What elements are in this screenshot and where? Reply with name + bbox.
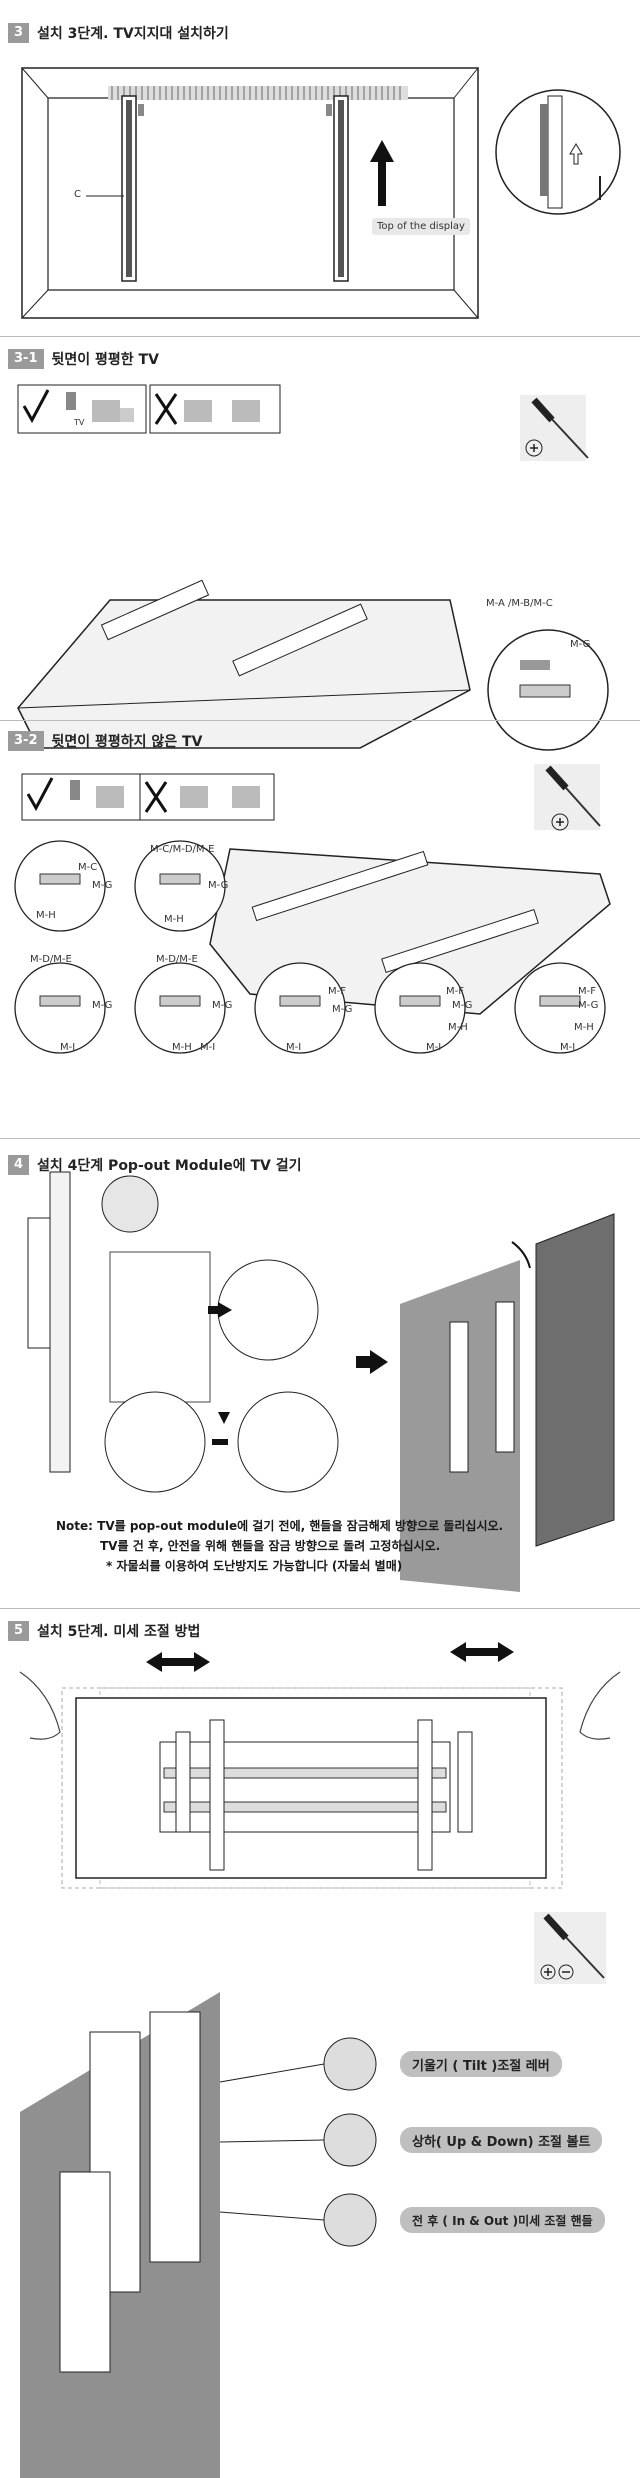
hand-icon [19, 1671, 61, 1740]
step3-1-header: 3-1 뒷면이 평평한 TV [8, 348, 159, 370]
c7-c: M-H [574, 1022, 594, 1033]
section-title: 설치 4단계 Pop-out Module에 TV 걸기 [37, 1158, 302, 1174]
c5-a: M-F [328, 986, 346, 997]
note-line-3: * 자물쇠를 이용하여 도난방지도 가능합니다 (자물쇠 별매) [106, 1559, 403, 1573]
section-title: 설치 5단계. 미세 조절 방법 [37, 1624, 201, 1640]
c6-b: M-G [452, 1000, 473, 1011]
label-mcde: M-C/M-D/M-E [150, 844, 215, 855]
c7-a: M-F [578, 986, 596, 997]
c4-b: M-H [172, 1042, 192, 1053]
c4-a: M-G [212, 1000, 233, 1011]
note-line-2: TV를 건 후, 안전을 위해 핸들을 잠금 방향으로 돌려 고정하십시오. [100, 1539, 441, 1553]
check-icon [26, 777, 54, 812]
divider [0, 720, 640, 721]
step5-header: 5 설치 5단계. 미세 조절 방법 [8, 1620, 200, 1642]
tilt-lever-label: 기울기 ( Tilt )조절 레버 [400, 2051, 562, 2077]
c7-b: M-G [578, 1000, 599, 1011]
c6-c: M-H [448, 1022, 468, 1033]
inout-handle-label: 전 후 ( In & Out )미세 조절 핸들 [400, 2207, 605, 2233]
tv-label: TV [74, 418, 85, 427]
section-step3: 3 설치 3단계. TV지지대 설치하기 C Top of t [0, 0, 640, 340]
c6-a: M-F [446, 986, 464, 997]
step-badge: 4 [8, 1155, 30, 1175]
c7-d: M-I [560, 1042, 576, 1053]
c3-a: M-G [92, 1000, 113, 1011]
note-line-1: Note: TV를 pop-out module에 걸기 전에, 핸들을 잠금해… [56, 1516, 616, 1536]
popout-module-illustration [27, 1171, 615, 1592]
check-icon [22, 389, 50, 424]
c1-a: M-C [78, 862, 98, 873]
step-badge: 3 [8, 23, 30, 43]
c1-b: M-G [92, 880, 113, 891]
tv-bracket-illustration [21, 67, 621, 319]
label-c: C [74, 189, 81, 200]
c4-c: M-I [200, 1042, 216, 1053]
step3-header: 3 설치 3단계. TV지지대 설치하기 [8, 22, 229, 44]
c1-c: M-H [36, 910, 56, 921]
flat-back-illustration [17, 384, 609, 751]
phillips-icon [530, 444, 538, 452]
non-flat-back-illustration [14, 764, 611, 1054]
label-mamb: M-A /M-B/M-C [486, 598, 553, 609]
c2-b: M-H [164, 914, 184, 925]
c6-d: M-I [426, 1042, 442, 1053]
step-badge: 3-1 [8, 349, 44, 369]
row-label-2: M-D/M-E [156, 954, 198, 965]
note-text-1: TV를 pop-out module에 걸기 전에, 핸들을 잠금해제 방향으로… [97, 1519, 504, 1533]
c3-b: M-I [60, 1042, 76, 1053]
cross-icon [154, 393, 178, 425]
section-step3-2: 3-2 뒷면이 평평하지 않은 TV M-C [0, 724, 640, 1144]
section-step3-1: 3-1 뒷면이 평평한 TV TV M-A /M-B/M-C M-G [0, 340, 640, 751]
install-note: Note: TV를 pop-out module에 걸기 전에, 핸들을 잠금해… [56, 1516, 616, 1576]
c5-c: M-I [286, 1042, 302, 1053]
row-label-1: M-D/M-E [30, 954, 72, 965]
section-title: 뒷면이 평평하지 않은 TV [51, 734, 203, 750]
cross-icon [144, 781, 168, 813]
divider [0, 1608, 640, 1609]
label-mg: M-G [570, 639, 591, 650]
updown-bolt-label: 상하( Up & Down) 조절 볼트 [400, 2127, 603, 2153]
plus-minus-icon [544, 1968, 570, 1976]
c2-a: M-G [208, 880, 229, 891]
top-of-display-label: Top of the display [372, 218, 470, 235]
section-step5: 5 설치 5단계. 미세 조절 방법 [0, 1612, 640, 2478]
divider [0, 1138, 640, 1139]
step-badge: 5 [8, 1621, 30, 1641]
step-badge: 3-2 [8, 731, 44, 751]
step3-2-header: 3-2 뒷면이 평평하지 않은 TV [8, 730, 202, 752]
hand-icon [579, 1671, 621, 1740]
divider [0, 336, 640, 337]
note-prefix: Note: [56, 1519, 93, 1533]
phillips-icon [556, 818, 564, 826]
section-title: 뒷면이 평평한 TV [51, 352, 159, 368]
step4-header: 4 설치 4단계 Pop-out Module에 TV 걸기 [8, 1154, 302, 1176]
section-title: 설치 3단계. TV지지대 설치하기 [37, 26, 229, 42]
fine-adjustment-illustration [19, 1642, 621, 2478]
c5-b: M-G [332, 1004, 353, 1015]
section-step4: 4 설치 4단계 Pop-out Module에 TV 걸기 Note: TV를… [0, 1142, 640, 1612]
